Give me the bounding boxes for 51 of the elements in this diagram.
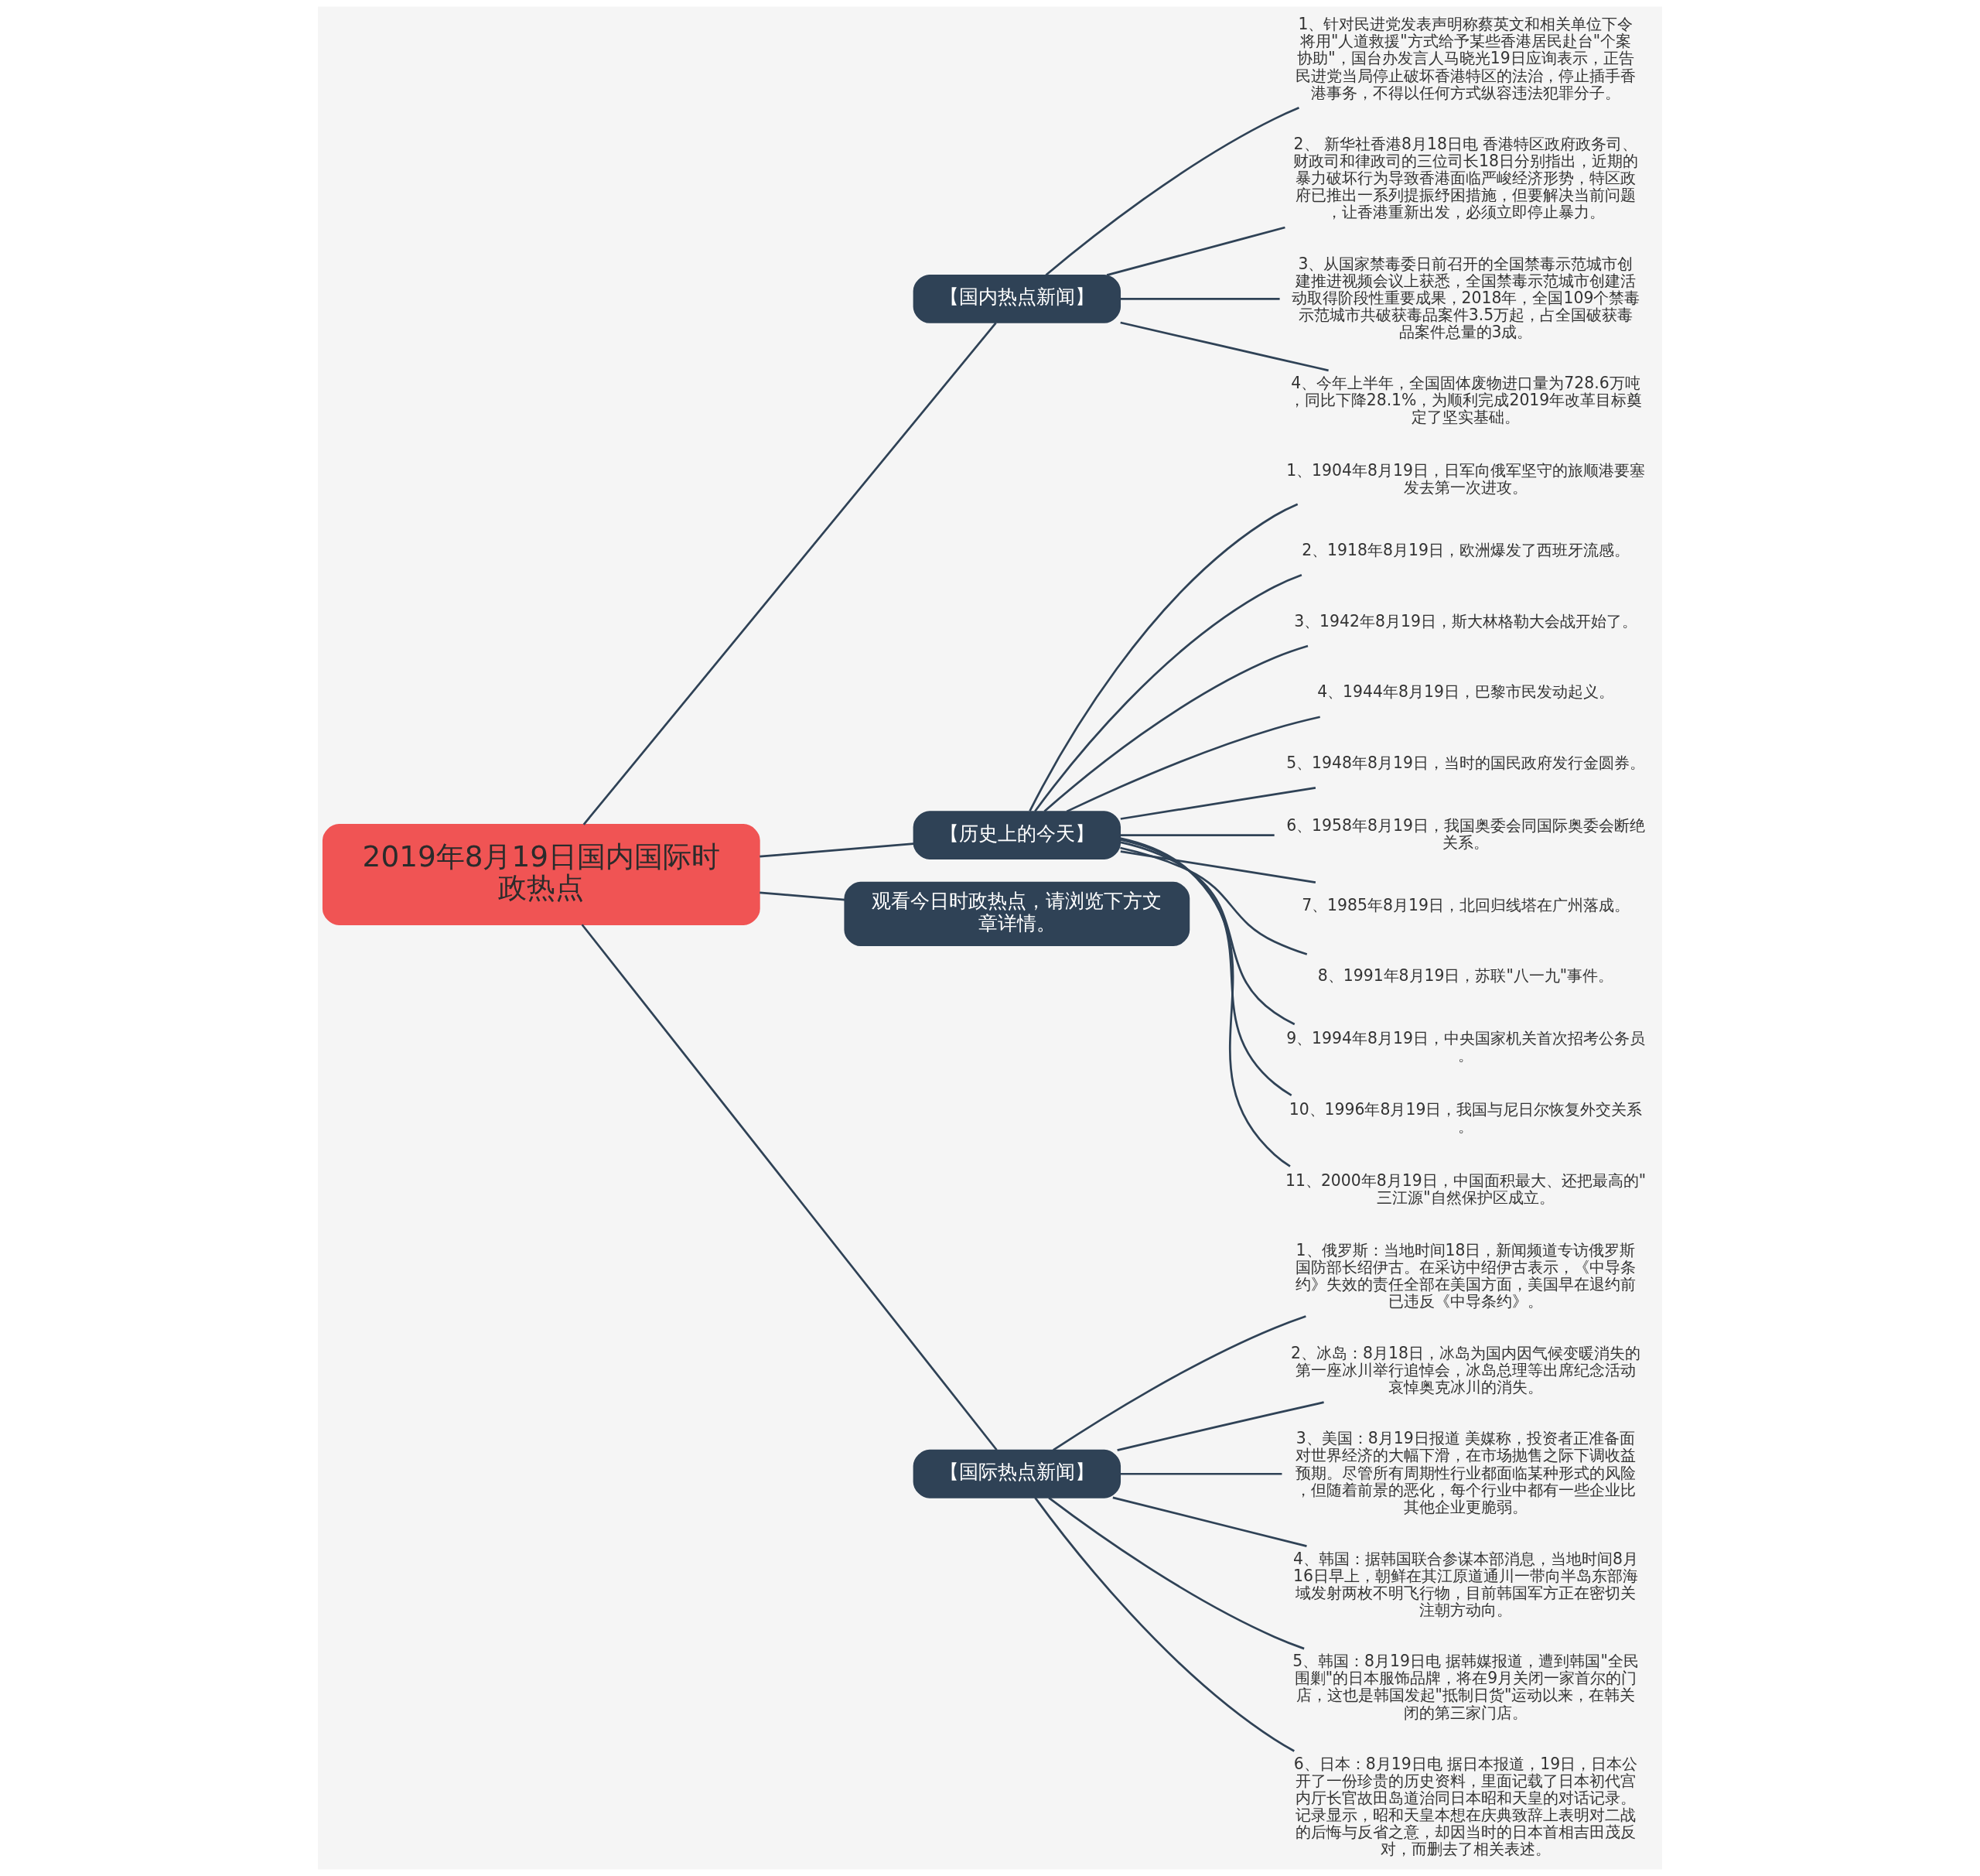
node-text: 1、俄罗斯：当地时间18日，新闻频道专访俄罗斯国防部长绍伊古。在采访中绍伊古表示，《中导条约》失效的责任全部在美国方面，美国早在退约前已违反《中导条约》。 <box>1296 1240 1637 1310</box>
node-text: 4、今年上半年，全国固体废物进口量为728.6万吨，同比下降28.1%，为顺利完成2019年改革目标奠定了坚实基础。 <box>1289 374 1643 427</box>
connector <box>1120 834 1275 836</box>
node-text: 7、1985年8月19日，北回归线塔在广州落成。 <box>1302 895 1630 914</box>
node-text: 10、1996年8月19日，我国与尼日尔恢复外交关系。 <box>1289 1099 1643 1136</box>
connector <box>1120 839 1292 1096</box>
node-text: 1、1904年8月19日，日军向俄军坚守的旅顺港要塞发去第一次进攻。 <box>1286 461 1645 497</box>
connector <box>1120 850 1316 884</box>
node-text: 8、1991年8月19日，苏联"八一九"事件。 <box>1317 966 1614 986</box>
node-text: 2、 新华社香港8月18日电 香港特区政府政务司、财政司和律政司的三位司长18日分别指出，近期的暴力破坏行为导致香港面临严峻经济形势，特区政府已推出一系列提振纾困措施，但要解决当前问题，让香港重新出发，必须立即停止暴力。 <box>1293 134 1638 222</box>
node-box: 【国际热点新闻】 <box>913 1449 1121 1498</box>
connector <box>581 924 998 1451</box>
connector <box>1120 321 1329 372</box>
connector <box>1117 1401 1324 1451</box>
node-text: 5、韩国：8月19日电 据韩媒报道，遭到韩国"全民围剿"的日本服饰品牌，将在9月关闭一家首尔的门店，这也是韩国发起"抵制日货"运动以来，在韩关闭的第三家门店。 <box>1292 1652 1639 1722</box>
connector <box>1112 1496 1307 1547</box>
connector <box>1045 107 1299 276</box>
node-text: 4、1944年8月19日，巴黎市民发动起义。 <box>1317 682 1614 702</box>
node-text: 4、韩国：据韩国联合参谋本部消息，当地时间8月16日早上，朝鲜在其江原道通川一带向半岛东部海域发射两枚不明飞行物，目前韩国军方正在密切关注朝方动向。 <box>1293 1549 1638 1620</box>
node-text: 2、冰岛：8月18日，冰岛为国内因气候变暖消失的第一座冰川举行追悼会，冰岛总理等出席纪念活动哀悼奥克冰川的消失。 <box>1291 1343 1640 1397</box>
connector <box>1120 298 1280 300</box>
node-box: 【历史上的今天】 <box>913 811 1121 859</box>
connector <box>1034 1497 1295 1752</box>
node-text: 9、1994年8月19日，中央国家机关首次招考公务员。 <box>1286 1029 1645 1065</box>
node-box: 【国内热点新闻】 <box>913 274 1121 323</box>
node-text: 3、美国：8月19日报道 美媒称，投资者正准备面对世界经济的大幅下滑，在市场抛售之际下调收益预期。尽管所有周期性行业都面临某种形式的风险，但随着前景的恶化，每个行业中都有一些企业比其他企业更脆弱。 <box>1296 1429 1637 1516</box>
connector <box>1120 846 1308 955</box>
connector <box>1106 226 1285 276</box>
connector <box>582 322 997 825</box>
connector <box>1120 787 1316 820</box>
connector <box>1120 1472 1282 1475</box>
node-text: 5、1948年8月19日，当时的国民政府发行金圆券。 <box>1286 753 1645 773</box>
node-text: 11、2000年8月19日，中国面积最大、还把最高的"三江源"自然保护区成立。 <box>1285 1170 1647 1207</box>
connector <box>1029 503 1299 812</box>
connector <box>760 891 845 901</box>
node-text: 3、1942年8月19日，斯大林格勒大会战开始了。 <box>1294 611 1637 630</box>
node-text: 2、1918年8月19日，欧洲爆发了西班牙流感。 <box>1302 540 1630 559</box>
node-text: 6、日本：8月19日电 据日本报道，19日，日本公开了一份珍贵的历史资料，里面记载了日本初代宫内厅长官故田岛道治同日本昭和天皇的对话记录。记录显示，昭和天皇本想在庆典致辞上表明对二战的后悔与反省之意，却因当时的日本首相吉田茂反对，而删去了相关表述。 <box>1293 1754 1638 1859</box>
node-box: 2019年8月19日国内国际时政热点 <box>322 824 760 925</box>
node-text: 1、针对民进党发表声明称蔡英文和相关单位下令将用"人道救援"方式给予某些香港居民赴台"个案协助"，国台办发言人马晓光19日应询表示，正告民进党当局停止破坏香港特区的法治，停止插手香港事务，不得以任何方式纵容违法犯罪分子。 <box>1296 15 1637 102</box>
connector <box>1034 573 1302 812</box>
connector <box>1066 716 1320 813</box>
node-text: 3、从国家禁毒委日前召开的全国禁毒示范城市创建推进视频会议上获悉，全国禁毒示范城市创建活动取得阶段性重要成果，2018年，全国109个禁毒示范城市共破获毒品案件3.5万起，占全国破获毒品案件总量的3成。 <box>1291 254 1640 341</box>
connector <box>760 842 914 858</box>
node-box: 观看今日时政热点，请浏览下方文章详情。 <box>844 881 1190 947</box>
connector <box>1053 1315 1306 1451</box>
connector <box>1043 644 1309 812</box>
connector <box>1119 841 1296 1026</box>
connector <box>1048 1497 1305 1650</box>
node-text: 6、1958年8月19日，我国奥委会同国际奥委会断绝关系。 <box>1286 815 1645 852</box>
connector <box>1119 837 1291 1167</box>
